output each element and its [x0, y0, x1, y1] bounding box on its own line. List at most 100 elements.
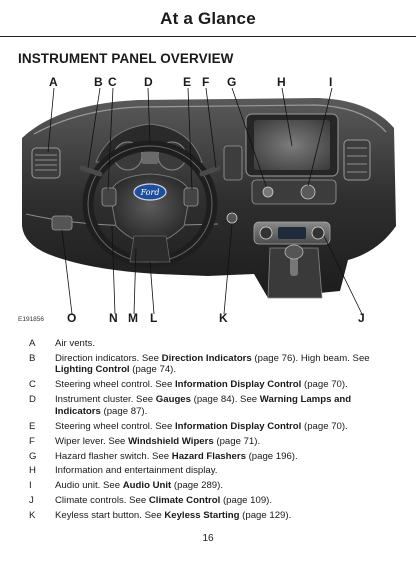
cross-reference-title: Information Display Control — [175, 420, 302, 432]
legend-item-f: F Wiper lever. See Windshield Wipers (pag… — [29, 436, 394, 448]
legend-text-run: Information and entertainment display. — [55, 465, 218, 477]
legend-text-run: Keyless start button. See — [55, 510, 165, 522]
legend-item-text: Air vents. — [55, 338, 394, 350]
legend-item-key: C — [29, 379, 36, 391]
legend-text-run: (page 87). — [100, 405, 148, 417]
cross-reference-title: Gauges — [155, 394, 191, 406]
legend-item-key: E — [29, 420, 36, 432]
cross-reference-title: Lighting Control — [55, 364, 130, 376]
legend-text-run: (page 196). — [245, 450, 298, 462]
legend-item-i: I Audio unit. See Audio Unit (page 289). — [29, 480, 394, 492]
legend-item-h: H Information and entertainment display. — [29, 465, 394, 477]
legend-text-run: Wiper lever. See — [55, 435, 129, 447]
legend-text-run: Air vents. — [55, 338, 95, 349]
callout-K: K — [219, 311, 228, 325]
legend-text-run: (page 70). — [301, 420, 348, 432]
legend-item-text: Hazard flasher switch. See Hazard Flashe… — [55, 451, 394, 463]
legend-text-run: Steering wheel control. See — [55, 420, 175, 432]
legend-text-run: (page 129). — [239, 510, 292, 522]
wiper-lever-stalk — [199, 165, 221, 177]
keyless-start-button — [226, 212, 238, 224]
callout-E: E — [183, 75, 192, 89]
legend-item-key: F — [29, 435, 35, 447]
callout-I: I — [329, 75, 333, 89]
legend-text-run: Steering wheel control. See — [55, 379, 175, 391]
legend-item-a: A Air vents. — [29, 338, 394, 350]
cross-reference-title: Direction Indicators — [161, 352, 252, 364]
legend-text-run: Instrument cluster. See — [55, 394, 156, 406]
callout-L: L — [150, 311, 158, 325]
legend-item-key: H — [29, 465, 36, 477]
gear-lever-knob — [284, 244, 304, 260]
legend-text-run: (page 289). — [171, 480, 223, 492]
steering-lower-spoke — [129, 235, 171, 263]
legend-item-d: D Instrument cluster. See Gauges (page 84… — [29, 394, 394, 417]
legend-item-text: Keyless start button. See Keyless Starti… — [55, 510, 394, 522]
legend-text-run: (page 109). — [220, 495, 273, 507]
legend-text-run: Climate controls. See — [55, 495, 149, 507]
legend-item-key: K — [29, 510, 36, 522]
callout-J: J — [358, 311, 365, 325]
audio-knob — [300, 184, 316, 200]
ford-badge-text: Ford — [140, 188, 160, 197]
legend-item-text: Steering wheel control. See Information … — [55, 421, 394, 433]
legend-item-e: E Steering wheel control. See Information… — [29, 421, 394, 433]
audio-unit-panel — [251, 179, 337, 205]
cross-reference-title: Windshield Wipers — [128, 435, 214, 447]
legend-item-text: Instrument cluster. See Gauges (page 84)… — [55, 394, 394, 417]
legend-item-b: B Direction indicators. See Direction Ind… — [29, 353, 394, 376]
cross-reference-title: Audio Unit — [122, 480, 172, 492]
climate-knob-right — [311, 226, 325, 240]
legend-item-text: Audio unit. See Audio Unit (page 289). — [55, 480, 394, 492]
cross-reference-title: Keyless Starting — [164, 510, 240, 522]
legend-item-key: D — [29, 394, 36, 406]
steering-control-right — [183, 187, 199, 207]
page-header: At a Glance — [0, 0, 416, 37]
steering-control-left — [101, 187, 117, 207]
ford-badge — [133, 183, 167, 201]
legend-item-text: Wiper lever. See Windshield Wipers (page… — [55, 436, 394, 448]
cross-reference-title: Climate Control — [148, 495, 221, 507]
callout-B: B — [94, 75, 103, 89]
legend-item-text: Information and entertainment display. — [55, 465, 394, 477]
legend-item-key: B — [29, 352, 36, 364]
legend-text-run: (page 70). — [301, 379, 348, 391]
hazard-switch — [262, 186, 274, 198]
callout-O: O — [67, 311, 77, 325]
dashboard-top-trim — [33, 104, 387, 135]
legend-item-key: J — [29, 495, 34, 507]
instrument-panel-illustration: Ford — [22, 87, 396, 315]
callout-D: D — [144, 75, 153, 89]
callout-N: N — [109, 311, 118, 325]
legend-text-run: (page 76). High beam. See — [251, 352, 370, 364]
legend-item-text: Climate controls. See Climate Control (p… — [55, 495, 394, 507]
figure-id: E191856 — [18, 316, 45, 323]
callout-F: F — [202, 75, 210, 89]
instrument-panel-figure: Ford — [18, 76, 398, 326]
climate-display — [278, 227, 306, 239]
callout-A: A — [49, 75, 58, 89]
right-air-vent — [343, 139, 371, 181]
legend-text-run: Direction indicators. See — [55, 352, 162, 364]
callout-H: H — [277, 75, 286, 89]
direction-indicator-stalk — [79, 165, 103, 177]
cross-reference-title: Hazard Flashers — [171, 450, 246, 462]
section-title: INSTRUMENT PANEL OVERVIEW — [18, 51, 234, 66]
legend-item-key: I — [29, 480, 32, 492]
legend-text-run: (page 84). See — [190, 394, 260, 406]
legend-item-text: Direction indicators. See Direction Indi… — [55, 353, 394, 376]
legend-item-key: A — [29, 338, 36, 349]
legend-list: A Air vents. B Direction indicators. See Di… — [29, 338, 394, 525]
callout-C: C — [108, 75, 117, 89]
left-air-vent — [31, 147, 61, 179]
cross-reference-title: Warning Lamps and Indicators — [55, 394, 352, 417]
cross-reference-title: Information Display Control — [175, 379, 302, 391]
legend-item-k: K Keyless start button. See Keyless Start… — [29, 510, 394, 522]
legend-item-c: C Steering wheel control. See Information… — [29, 379, 394, 391]
page-header-title: At a Glance — [160, 9, 256, 28]
page-number: 16 — [202, 533, 214, 544]
left-lower-switch — [51, 215, 73, 231]
legend-text-run: (page 74). — [129, 364, 177, 376]
legend-text-run: Hazard flasher switch. See — [55, 450, 172, 462]
